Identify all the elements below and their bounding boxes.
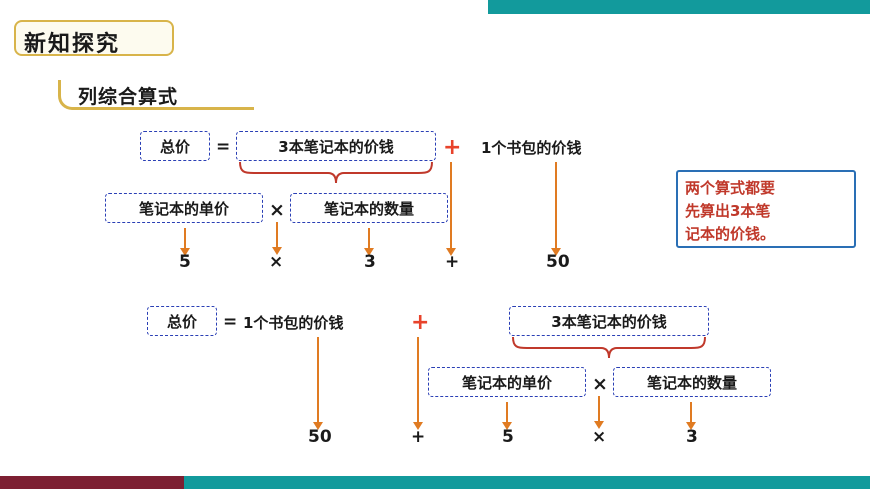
expr1-bag-value: 50 — [546, 252, 570, 272]
expr2-times-value: × — [592, 427, 607, 447]
expr1-times: × — [269, 199, 285, 221]
sub-title: 列综合算式 — [78, 86, 179, 108]
section-title-chip — [14, 20, 174, 56]
expr1-total-price-label: 总价 — [159, 137, 190, 156]
expr1-total-price-box: 总价 — [140, 131, 210, 161]
expr2-equals: = — [223, 312, 238, 332]
expr2-bag-value: 50 — [308, 427, 332, 447]
expr1-unit-price-label: 笔记本的单价 — [138, 199, 229, 218]
note-box: 两个算式都要 先算出3本笔 记本的价钱。 — [676, 170, 856, 248]
expr1-plus-value: + — [445, 252, 460, 272]
note-line-2: 先算出3本笔 — [685, 202, 771, 220]
expr2-quantity-label: 笔记本的数量 — [646, 373, 737, 392]
expr2-one-bag-price-label: 1个书包的价钱 — [243, 314, 344, 332]
section-title: 新知探究 — [24, 32, 121, 57]
expr1-one-bag-price-label: 1个书包的价钱 — [481, 139, 582, 157]
expr2-plus: + — [411, 310, 430, 335]
sub-title-underline — [58, 80, 254, 110]
expr2-plus-value: + — [411, 427, 426, 447]
expr1-plus: + — [443, 135, 462, 160]
expr1-quantity-label: 笔记本的数量 — [323, 199, 414, 218]
expr2-unit-price-value: 5 — [502, 427, 514, 447]
bottom-bar-maroon — [0, 476, 184, 489]
expr2-quantity-box: 笔记本的数量 — [613, 367, 771, 397]
expr2-times: × — [592, 373, 608, 395]
top-bar-teal — [488, 0, 870, 14]
expr2-three-notebooks-price-box: 3本笔记本的价钱 — [509, 306, 709, 336]
expr1-quantity-value: 3 — [364, 252, 376, 272]
expr1-unit-price-box: 笔记本的单价 — [105, 193, 263, 223]
expr1-equals: = — [216, 137, 231, 157]
expr1-brace — [239, 161, 433, 184]
expr1-unit-price-value: 5 — [179, 252, 191, 272]
expr1-quantity-box: 笔记本的数量 — [290, 193, 448, 223]
expr2-brace — [512, 336, 706, 359]
expr1-times-value: × — [269, 252, 284, 272]
expr2-quantity-value: 3 — [686, 427, 698, 447]
top-bar-left — [0, 0, 488, 14]
expr2-unit-price-label: 笔记本的单价 — [461, 373, 552, 392]
bottom-bar-teal — [184, 476, 870, 489]
expr2-total-price-box: 总价 — [147, 306, 217, 336]
expr1-three-notebooks-price-box: 3本笔记本的价钱 — [236, 131, 436, 161]
note-line-1: 两个算式都要 — [685, 179, 776, 197]
note-line-3: 记本的价钱。 — [685, 225, 776, 243]
expr2-total-price-label: 总价 — [166, 312, 197, 331]
expr1-three-notebooks-price-label: 3本笔记本的价钱 — [278, 137, 394, 156]
expr2-three-notebooks-price-label: 3本笔记本的价钱 — [551, 312, 667, 331]
expr2-unit-price-box: 笔记本的单价 — [428, 367, 586, 397]
